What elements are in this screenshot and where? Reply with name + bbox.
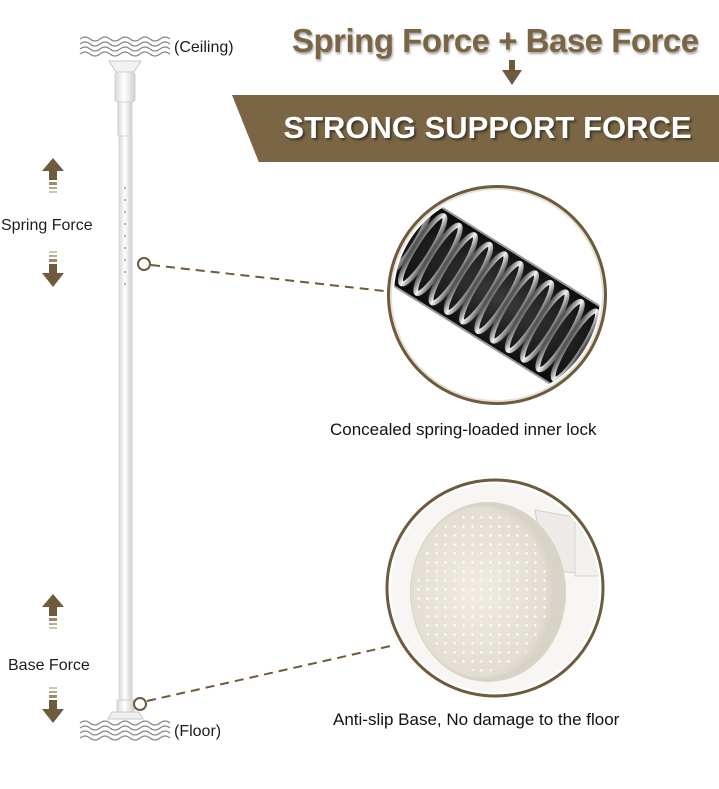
arrow-up-icon [42,158,64,193]
ceiling-wave-icon [79,36,171,57]
spring-caption: Concealed spring-loaded inner lock [330,420,597,439]
arrow-down-icon [42,251,64,287]
base-leader-line [133,644,396,711]
headline: Spring Force + Base Force [292,22,699,59]
floor-wave-icon [79,720,171,741]
arrow-down-icon [42,687,64,723]
base-closeup [385,478,605,698]
spring-force-label: Spring Force [1,217,93,234]
base-force-label: Base Force [8,657,90,674]
spring-leader-line [137,257,394,293]
banner-background [232,95,719,162]
arrow-small-down-icon [502,60,522,85]
spring-closeup [387,185,607,405]
banner-title: STRONG SUPPORT FORCE [283,110,692,145]
ceiling-label: (Ceiling) [174,39,234,56]
floor-label: (Floor) [174,723,222,740]
tension-pole [107,60,144,720]
base-caption: Anti-slip Base, No damage to the floor [333,710,620,729]
arrow-up-icon [42,594,64,629]
